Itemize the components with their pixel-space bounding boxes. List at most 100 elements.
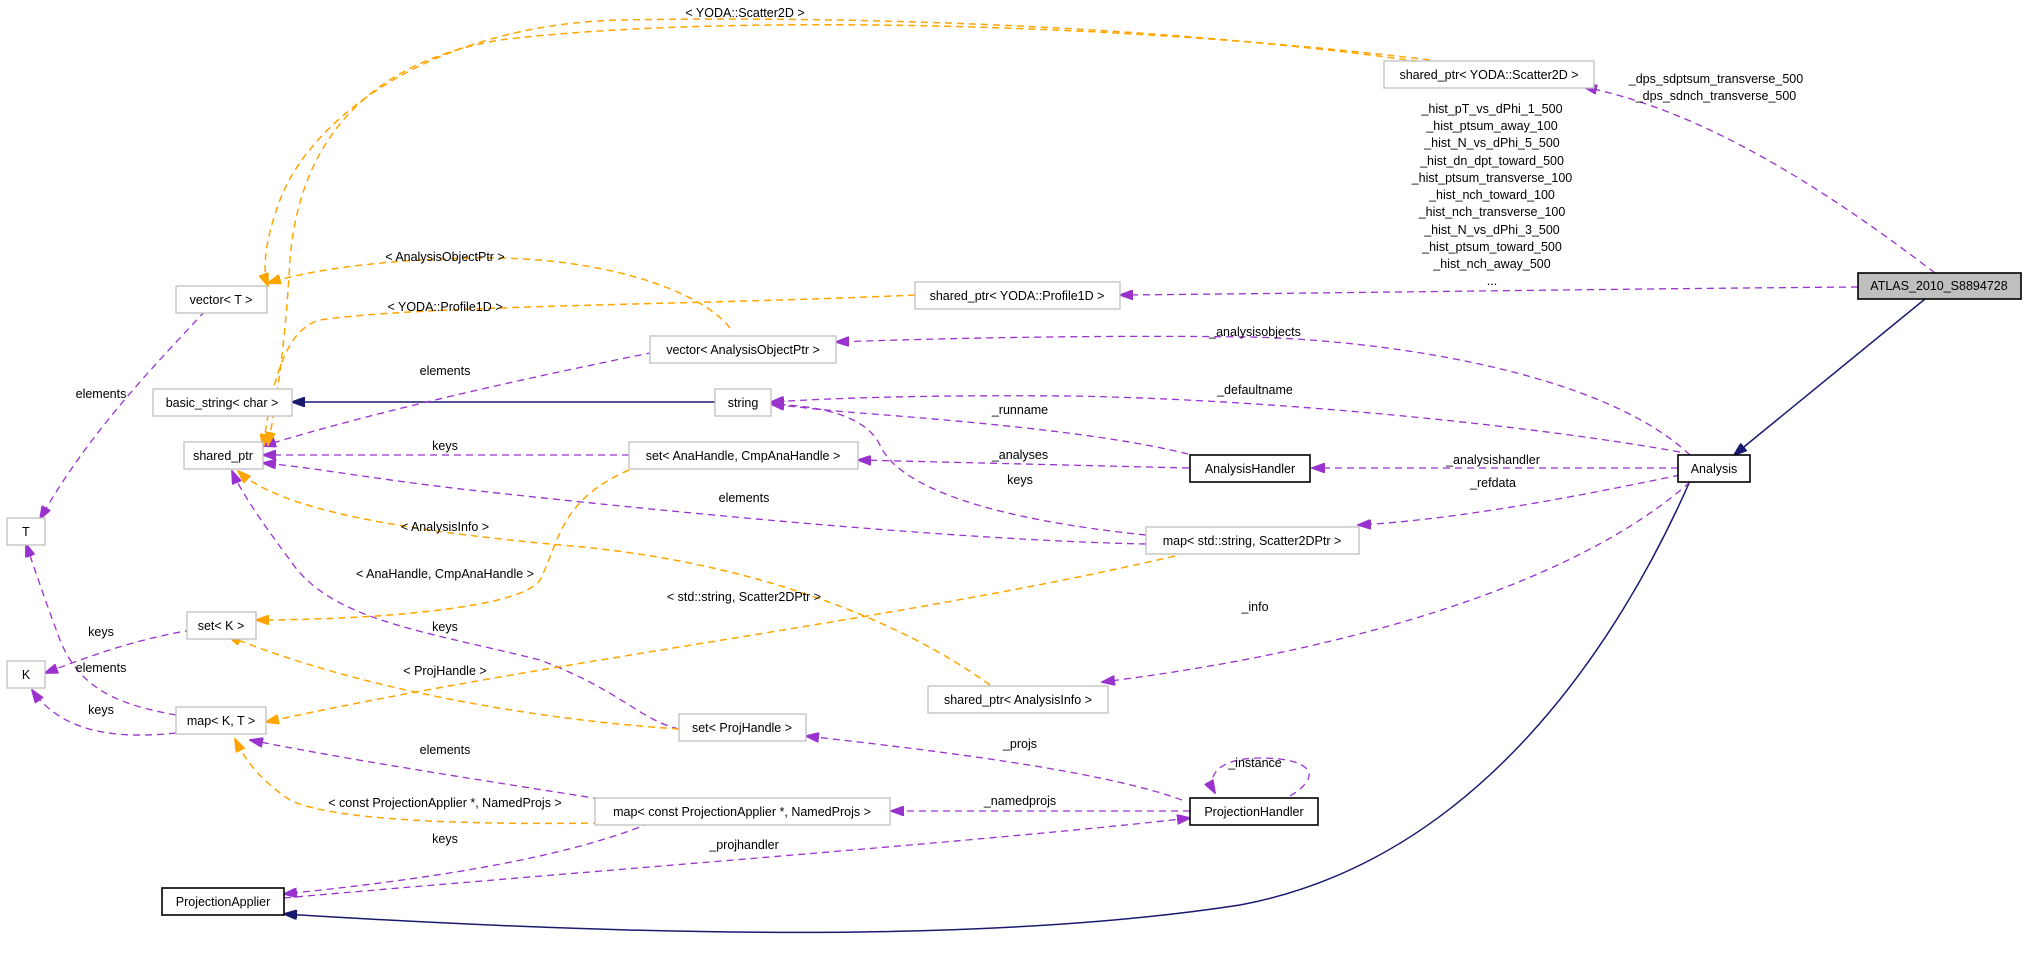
label-profile-member: _hist_ptsum_transverse_100 bbox=[1411, 171, 1573, 185]
label-dps-sdnch: _dps_sdnch_transverse_500 bbox=[1635, 89, 1797, 103]
edge-usage-analysis-sp-analysisinfo bbox=[1102, 481, 1691, 682]
node-label: vector< T > bbox=[190, 293, 253, 307]
node-shared-ptr-profile1d[interactable]: shared_ptr< YODA::Profile1D > bbox=[914, 281, 1121, 310]
node-map-k-t[interactable]: map< K, T > bbox=[175, 706, 267, 735]
label-analysisobjects: _analysisobjects bbox=[1208, 325, 1301, 339]
label-profile1d-template: < YODA::Profile1D > bbox=[387, 300, 502, 314]
label-profile-member: _hist_pT_vs_dPhi_1_500 bbox=[1420, 102, 1562, 116]
label-profile-member: _hist_N_vs_dPhi_3_500 bbox=[1423, 223, 1560, 237]
edge-usage-map-scatter-shared-ptr bbox=[263, 463, 1147, 545]
edge-usage-map-kt-k bbox=[32, 690, 177, 736]
node-map-string-scatter2dptr[interactable]: map< std::string, Scatter2DPtr > bbox=[1145, 526, 1360, 555]
node-label: ProjectionApplier bbox=[176, 895, 271, 909]
node-label: shared_ptr< YODA::Scatter2D > bbox=[1399, 68, 1578, 82]
edge-usage-analysis-projectionhandler bbox=[283, 818, 1190, 899]
edge-template-set-projhandle-set-k bbox=[228, 636, 680, 730]
node-atlas-2010-s8894728[interactable]: ATLAS_2010_S8894728 bbox=[1857, 272, 2022, 300]
label-projhandler: _projhandler bbox=[708, 838, 779, 852]
edges bbox=[26, 18, 1936, 934]
node-label: AnalysisHandler bbox=[1205, 462, 1295, 476]
node-projectionhandler[interactable]: ProjectionHandler bbox=[1189, 797, 1319, 826]
label-elements-map-kt: elements bbox=[76, 661, 127, 675]
node-label: ATLAS_2010_S8894728 bbox=[1870, 279, 2007, 293]
node-label: map< const ProjectionApplier *, NamedPro… bbox=[613, 805, 871, 819]
label-keys-set-anahandle: keys bbox=[432, 439, 458, 453]
node-label: set< AnaHandle, CmpAnaHandle > bbox=[646, 449, 841, 463]
edge-template-sp-scatter2d-vector-t bbox=[265, 18, 1431, 286]
node-analysishandler[interactable]: AnalysisHandler bbox=[1189, 454, 1311, 483]
label-aop-template: < AnalysisObjectPtr > bbox=[385, 250, 505, 264]
node-shared-ptr-scatter2d[interactable]: shared_ptr< YODA::Scatter2D > bbox=[1383, 60, 1595, 89]
edge-template-map-projapplier-map-kt bbox=[235, 739, 601, 825]
label-keys-set-projhandle: keys bbox=[432, 620, 458, 634]
label-profile-member: _hist_ptsum_toward_500 bbox=[1421, 240, 1562, 254]
label-analyses: _analyses bbox=[991, 448, 1048, 462]
label-keys-map-scatter: keys bbox=[1007, 473, 1033, 487]
node-label: set< ProjHandle > bbox=[692, 721, 792, 735]
node-basic-string-char[interactable]: basic_string< char > bbox=[152, 388, 293, 417]
label-anahandle-template: < AnaHandle, CmpAnaHandle > bbox=[356, 567, 534, 581]
edge-labels: < YODA::Scatter2D > _dps_sdptsum_transve… bbox=[76, 6, 1804, 852]
edge-usage-map-kt-t bbox=[26, 544, 177, 716]
label-projs: _projs bbox=[1002, 737, 1037, 751]
nodes: ATLAS_2010_S8894728 Analysis AnalysisHan… bbox=[6, 60, 2022, 916]
edge-usage-analysis-vector-aop bbox=[836, 335, 1691, 456]
node-t[interactable]: T bbox=[6, 517, 46, 546]
edge-usage-projectionhandler-self bbox=[1212, 757, 1310, 797]
node-vector-t[interactable]: vector< T > bbox=[175, 285, 268, 314]
edge-template-sp-analysisinfo-shared-ptr bbox=[238, 471, 991, 686]
node-k[interactable]: K bbox=[6, 660, 46, 689]
node-label: T bbox=[22, 525, 30, 539]
node-string[interactable]: string bbox=[714, 388, 772, 417]
label-namedprojs: _namedprojs bbox=[983, 794, 1056, 808]
label-const-projapplier-template: < const ProjectionApplier *, NamedProjs … bbox=[328, 796, 561, 810]
profile-member-list: _hist_pT_vs_dPhi_1_500 _hist_ptsum_away_… bbox=[1411, 102, 1573, 288]
node-label: string bbox=[728, 396, 759, 410]
label-elements-map-projapplier: elements bbox=[420, 743, 471, 757]
label-dps-sdptsum: _dps_sdptsum_transverse_500 bbox=[1628, 72, 1803, 86]
edge-usage-vector-aop-shared-ptr bbox=[263, 349, 666, 446]
edge-usage-set-k-k bbox=[45, 629, 193, 673]
edge-usage-analysis-string-default bbox=[771, 395, 1681, 453]
label-projhandle-template: < ProjHandle > bbox=[403, 664, 486, 678]
node-label: basic_string< char > bbox=[166, 396, 279, 410]
node-label: Analysis bbox=[1691, 462, 1738, 476]
node-analysis[interactable]: Analysis bbox=[1677, 454, 1751, 483]
node-label: set< K > bbox=[198, 619, 245, 633]
edge-usage-analysishandler-string-run bbox=[771, 404, 1189, 455]
edge-usage-atlas-sp-scatter2d bbox=[1584, 87, 1936, 274]
label-defaultname: _defaultname bbox=[1216, 383, 1293, 397]
edge-inherit-analysis-projectionapplier bbox=[284, 480, 1691, 934]
node-label: K bbox=[22, 668, 31, 682]
edge-usage-analysis-map-scatter bbox=[1358, 474, 1681, 525]
node-set-projhandle[interactable]: set< ProjHandle > bbox=[678, 713, 807, 742]
edge-usage-map-projapplier-map-kt bbox=[250, 740, 601, 800]
label-profile-member: _hist_nch_away_500 bbox=[1432, 257, 1550, 271]
label-keys-map-projapplier: keys bbox=[432, 832, 458, 846]
node-label: shared_ptr bbox=[193, 449, 253, 463]
edge-usage-atlas-sp-profile1d bbox=[1120, 286, 1859, 295]
label-profile-member: _hist_ptsum_away_100 bbox=[1425, 119, 1557, 133]
label-elements-vector-aop: elements bbox=[420, 364, 471, 378]
label-analysishandler: _analysishandler bbox=[1445, 453, 1540, 467]
label-analysisinfo-template: < AnalysisInfo > bbox=[401, 520, 489, 534]
label-profile-member: _hist_nch_transverse_100 bbox=[1418, 205, 1566, 219]
edge-usage-projectionhandler-set-projhandle bbox=[806, 736, 1183, 801]
node-shared-ptr[interactable]: shared_ptr bbox=[183, 441, 264, 470]
label-profile-member: _hist_nch_toward_100 bbox=[1428, 188, 1555, 202]
edge-template-set-anahandle-set-k bbox=[256, 469, 630, 620]
node-label: vector< AnalysisObjectPtr > bbox=[666, 343, 820, 357]
node-projectionapplier[interactable]: ProjectionApplier bbox=[161, 887, 285, 916]
node-label: map< K, T > bbox=[187, 714, 255, 728]
node-set-k[interactable]: set< K > bbox=[186, 611, 257, 640]
label-profile-member: _hist_dn_dpt_toward_500 bbox=[1419, 154, 1564, 168]
label-elements-map-scatter: elements bbox=[719, 491, 770, 505]
node-map-const-projectionapplier[interactable]: map< const ProjectionApplier *, NamedPro… bbox=[594, 797, 891, 826]
node-set-anahandle[interactable]: set< AnaHandle, CmpAnaHandle > bbox=[628, 441, 859, 470]
label-elements-vector-t: elements bbox=[76, 387, 127, 401]
edge-template-vector-aop-vector-t bbox=[268, 257, 731, 329]
node-label: map< std::string, Scatter2DPtr > bbox=[1163, 534, 1342, 548]
node-vector-analysisobjectptr[interactable]: vector< AnalysisObjectPtr > bbox=[649, 335, 837, 364]
node-shared-ptr-analysisinfo[interactable]: shared_ptr< AnalysisInfo > bbox=[927, 685, 1109, 714]
edge-template-map-scatter-map-kt bbox=[266, 555, 1176, 722]
